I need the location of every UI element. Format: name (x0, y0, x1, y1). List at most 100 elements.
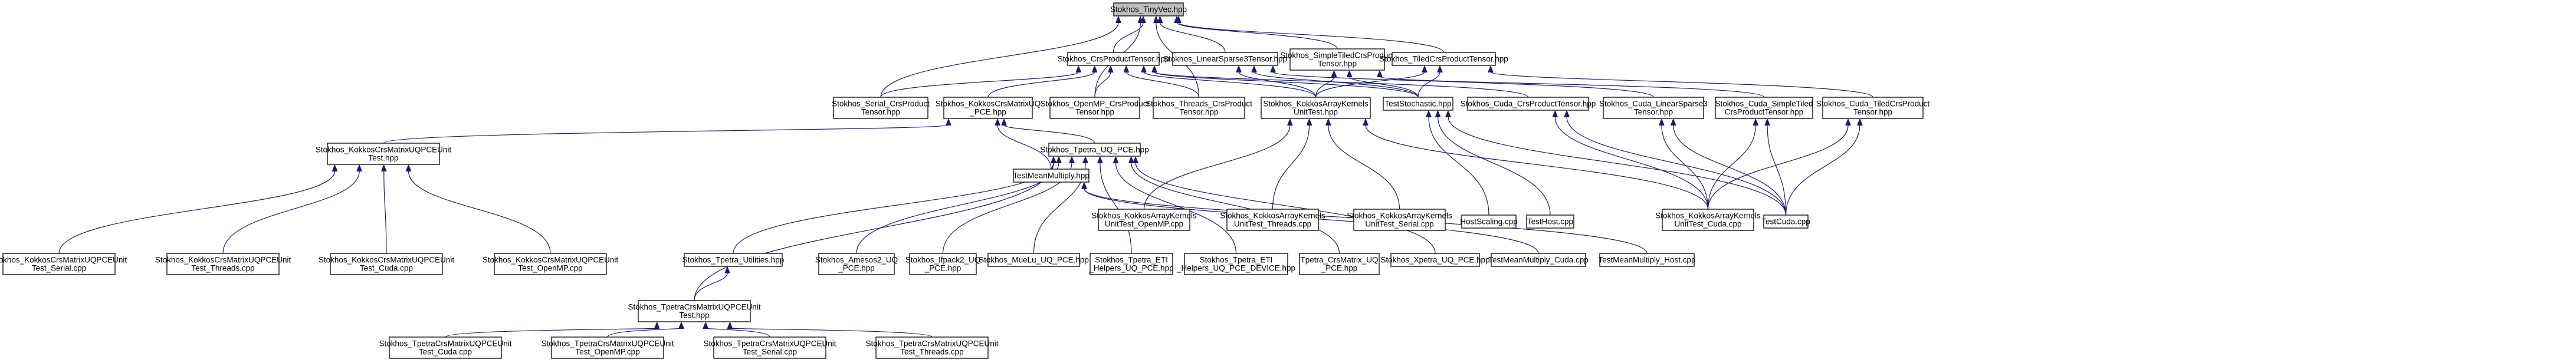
node-n11[interactable]: Stokhos_Cuda_CrsProductTensor.hpp (1461, 97, 1596, 111)
node-n43[interactable]: Stokhos_TpetraCrsMatrixUQPCEUnitTest_Thr… (865, 336, 999, 359)
node-label: Stokhos_Ifpack2_UQ (905, 256, 981, 265)
node-n8[interactable]: Stokhos_Threads_CrsProductTensor.hpp (1146, 97, 1252, 119)
node-box (1098, 209, 1190, 231)
node-box (1289, 48, 1385, 71)
node-label: Test_Serial.cpp (32, 264, 86, 273)
node-n30[interactable]: Stokhos_Amesos2_UQ_PCE.hpp (815, 253, 898, 275)
node-n41[interactable]: Stokhos_TpetraCrsMatrixUQPCEUnitTest_Ope… (541, 336, 674, 359)
edge-n9-n19 (1272, 125, 1310, 210)
node-label: _PCE.hpp (838, 264, 875, 273)
node-box (1662, 209, 1754, 231)
node-n36[interactable]: Stokhos_Xpetra_UQ_PCE.hpp (1380, 253, 1490, 267)
edge-n4-n10 (1417, 72, 1440, 98)
node-n27[interactable]: Stokhos_KokkosCrsMatrixUQPCEUnitTest_Cud… (319, 253, 455, 275)
edge-n1-n6 (987, 72, 1095, 98)
node-n18[interactable]: Stokhos_KokkosArrayKernelsUnitTest_OpenM… (1091, 209, 1197, 231)
node-n0[interactable]: Stokhos_TinyVec.hpp (1110, 2, 1187, 16)
edge-n0-n4 (1179, 22, 1445, 53)
node-n7[interactable]: Stokhos_OpenMP_CrsProductTensor.hpp (1041, 97, 1150, 119)
node-label: Stokhos_Cuda_LinearSparse3 (1599, 100, 1708, 108)
node-label: Stokhos_KokkosCrsMatrixUQPCEUnit (319, 256, 455, 265)
node-n22[interactable]: TestHost.cpp (1526, 214, 1574, 229)
node-label: Stokhos_Tpetra_ETI (1095, 256, 1168, 265)
node-n42[interactable]: Stokhos_TpetraCrsMatrixUQPCEUnitTest_Ser… (703, 336, 836, 359)
node-box (713, 336, 826, 359)
nodes-layer: Stokhos_TinyVec.hppStokhos_CrsProductTen… (0, 2, 1930, 359)
edge-n16-n34 (1116, 163, 1237, 254)
node-box (551, 336, 664, 359)
node-label: TestMeanMultiply_Cuda.cpp (1488, 256, 1589, 265)
node-n17[interactable]: TestMeanMultiply.hpp (1013, 169, 1090, 183)
edge-n15-n27 (384, 171, 387, 254)
edge-n0-n5 (880, 22, 1118, 98)
node-label: TestMeanMultiply.hpp (1013, 171, 1090, 180)
node-label: Stokhos_Tpetra_Utilities.hpp (682, 256, 785, 265)
edge-n0-n3 (1177, 22, 1338, 50)
edge-n16-n36 (1136, 163, 1436, 254)
node-box (1013, 169, 1090, 183)
edge-n1-n11 (1154, 72, 1529, 98)
node-box (638, 300, 751, 322)
edge-n39-n41 (607, 328, 681, 338)
node-n20[interactable]: Stokhos_KokkosArrayKernelsUnitTest_Seria… (1347, 209, 1452, 231)
node-n2[interactable]: Stokhos_LinearSparse3Tensor.hpp (1163, 52, 1287, 66)
node-n26[interactable]: Stokhos_KokkosCrsMatrixUQPCEUnitTest_Thr… (155, 253, 291, 275)
edge-n16-n35 (1131, 163, 1340, 254)
node-n10[interactable]: TestStochastic.hpp (1383, 97, 1453, 111)
node-label: Stokhos_Cuda_CrsProductTensor.hpp (1461, 100, 1596, 108)
node-label: UnitTest_Threads.cpp (1234, 220, 1311, 229)
node-box (1049, 97, 1140, 119)
node-n31[interactable]: Stokhos_Ifpack2_UQ_PCE.hpp (905, 253, 981, 275)
node-label: Test_Serial.cpp (743, 348, 797, 357)
node-n1[interactable]: Stokhos_CrsProductTensor.hpp (1058, 52, 1170, 66)
node-n24[interactable]: TestCuda.cpp (1761, 214, 1810, 229)
node-n25[interactable]: Stokhos_KokkosCrsMatrixUQPCEUnitTest_Ser… (0, 253, 127, 275)
node-n28[interactable]: Stokhos_KokkosCrsMatrixUQPCEUnitTest_Ope… (483, 253, 619, 275)
node-label: Stokhos_Serial_CrsProduct (832, 100, 930, 108)
node-n16[interactable]: Stokhos_Tpetra_UQ_PCE.hpp (1040, 143, 1149, 157)
node-box (1822, 97, 1924, 119)
edge-n11-n23 (1555, 117, 1709, 210)
edge-n9-n23 (1366, 125, 1709, 210)
node-n29[interactable]: Stokhos_Tpetra_Utilities.hpp (682, 253, 785, 267)
node-box (2, 253, 116, 275)
node-box (818, 253, 895, 275)
node-n21[interactable]: HostScaling.cpp (1460, 214, 1518, 229)
node-label: Stokhos_TpetraCrsMatrixUQPCEUnit (628, 303, 760, 312)
node-label: TestHost.cpp (1527, 217, 1573, 226)
node-n34[interactable]: Stokhos_Tpetra_ETI_Helpers_UQ_PCE_DEVICE… (1176, 253, 1295, 275)
node-label: Tensor.hpp (1853, 108, 1892, 117)
node-n23[interactable]: Stokhos_KokkosArrayKernelsUnitTest_Cuda.… (1655, 209, 1761, 231)
node-box (166, 253, 280, 275)
node-n40[interactable]: Stokhos_TpetraCrsMatrixUQPCEUnitTest_Cud… (379, 336, 512, 359)
edge-n10-n24 (1448, 117, 1787, 216)
node-label: TestMeanMultiply_Host.cpp (1598, 256, 1695, 265)
node-n12[interactable]: Stokhos_Cuda_LinearSparse3Tensor.hpp (1599, 97, 1708, 119)
node-box (1390, 253, 1480, 267)
node-box (684, 253, 783, 267)
node-n32[interactable]: Stokhos_MueLu_UQ_PCE.hpp (979, 253, 1089, 267)
node-n14[interactable]: Stokhos_Cuda_TiledCrsProductTensor.hpp (1816, 97, 1930, 119)
node-n4[interactable]: Stokhos_TiledCrsProductTensor.hpp (1379, 52, 1508, 66)
node-n5[interactable]: Stokhos_Serial_CrsProductTensor.hpp (832, 97, 930, 119)
node-box (1763, 214, 1809, 229)
node-n37[interactable]: TestMeanMultiply_Cuda.cpp (1488, 253, 1589, 267)
node-n38[interactable]: TestMeanMultiply_Host.cpp (1598, 253, 1696, 267)
node-box (1226, 209, 1319, 231)
node-n6[interactable]: Stokhos_KokkosCrsMatrixUQ_PCE.hpp (936, 97, 1041, 119)
node-label: TestStochastic.hpp (1384, 100, 1451, 108)
edge-n10-n21 (1429, 117, 1489, 216)
node-n35[interactable]: Tpetra_CrsMatrix_UQ_PCE.hpp (1299, 253, 1380, 275)
node-box (1599, 253, 1695, 267)
node-label: Stokhos_TpetraCrsMatrixUQPCEUnit (379, 339, 511, 348)
node-box (1113, 2, 1184, 16)
edge-n2-n12 (1273, 72, 1654, 98)
edge-n6-n15 (383, 125, 949, 144)
node-n13[interactable]: Stokhos_Cuda_SimpleTiledCrsProductTensor… (1715, 97, 1813, 119)
node-n19[interactable]: Stokhos_KokkosArrayKernelsUnitTest_Threa… (1220, 209, 1325, 231)
node-n33[interactable]: Stokhos_Tpetra_ETI_Helpers_UQ_PCE.hpp (1088, 253, 1174, 275)
